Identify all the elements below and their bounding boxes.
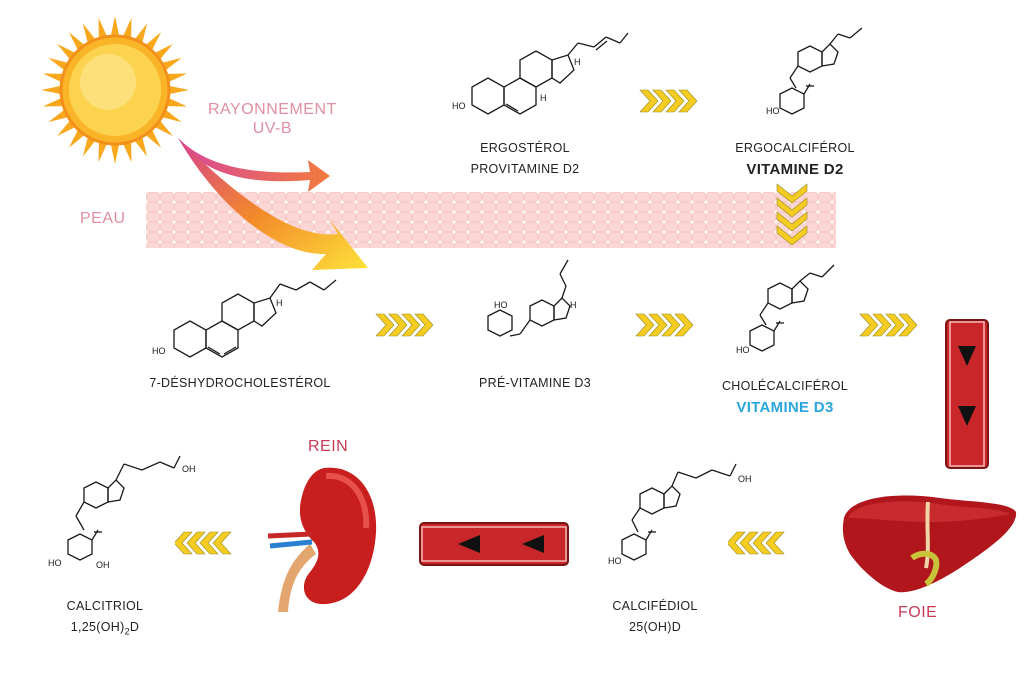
chevron-mark	[212, 531, 232, 555]
chevron-mark	[388, 313, 408, 337]
calcifediol-label: CALCIFÉDIOL 25(OH)D	[590, 596, 720, 638]
svg-text:OH: OH	[738, 474, 752, 484]
chevron-arrow-left-1	[728, 531, 785, 555]
chevron-mark	[898, 313, 918, 337]
chevron-mark	[776, 183, 808, 204]
vitamin-d3-label: VITAMINE D3	[736, 399, 834, 416]
ergocalciferol-label: ERGOCALCIFÉROL VITAMINE D2	[720, 138, 870, 180]
svg-text:H: H	[540, 93, 547, 103]
chevron-mark	[639, 89, 659, 113]
chevron-mark	[872, 313, 892, 337]
calcitriol-name: CALCITRIOL	[66, 599, 144, 613]
cholecalciferol-name: CHOLÉCALCIFÉROL	[721, 379, 849, 393]
uvb-label-line1: RAYONNEMENT	[208, 101, 337, 118]
uv-arrows	[178, 138, 368, 270]
dehydrocholesterol-label: 7-DÉSHYDROCHOLESTÉROL	[149, 376, 331, 390]
calcitriol-label: CALCITRIOL 1,25(OH)2D	[40, 596, 170, 643]
calcitriol-structure: HO OH OH	[48, 455, 196, 570]
chevron-arrow-right-1	[639, 89, 698, 113]
calcitriol-sub-index: 2	[124, 626, 130, 637]
chevron-mark	[648, 313, 668, 337]
chevron-arrow-left-2	[175, 531, 232, 555]
ergosterol-structure: HO H H	[452, 32, 629, 115]
blood-vessel-horizontal	[419, 522, 569, 566]
ergocalciferol-name: ERGOCALCIFÉROL	[735, 141, 855, 155]
chevron-mark	[401, 313, 421, 337]
svg-text:H: H	[276, 298, 283, 308]
svg-text:OH: OH	[182, 464, 196, 474]
chevron-mark	[765, 531, 785, 555]
kidney-icon	[267, 467, 377, 612]
calcitriol-sub: 1,25(OH)2D	[40, 617, 170, 643]
chevron-mark	[776, 197, 808, 218]
chevron-mark	[661, 313, 681, 337]
svg-text:HO: HO	[766, 106, 780, 116]
chevron-mark	[728, 531, 746, 555]
liver-icon	[842, 495, 1017, 593]
previtamin-d3-label: PRÉ-VITAMINE D3	[479, 376, 591, 390]
previtamin-d3-structure: HO H	[487, 259, 577, 337]
svg-text:HO: HO	[48, 558, 62, 568]
chevron-mark	[752, 531, 772, 555]
sun-icon	[41, 16, 189, 164]
ergosterol-label: ERGOSTÉROL PROVITAMINE D2	[440, 138, 610, 180]
chevron-mark	[414, 313, 434, 337]
chevron-mark	[635, 313, 655, 337]
skin-label: PEAU	[80, 210, 126, 227]
chevron-mark	[375, 313, 395, 337]
chevron-mark	[678, 89, 698, 113]
chevron-mark	[199, 531, 219, 555]
ergosterol-sub: PROVITAMINE D2	[470, 162, 580, 176]
ergocalciferol-structure: HO	[766, 27, 863, 116]
calcifediol-sub: 25(OH)D	[628, 620, 682, 634]
svg-text:HO: HO	[152, 346, 166, 356]
chevron-mark	[776, 225, 808, 246]
vitamin-d2-label: VITAMINE D2	[746, 161, 844, 178]
chevron-mark	[859, 313, 879, 337]
chevron-mark	[739, 531, 759, 555]
chevron-mark	[186, 531, 206, 555]
calcifediol-name: CALCIFÉDIOL	[612, 599, 698, 613]
chevron-mark	[652, 89, 672, 113]
chevron-arrow-down	[776, 183, 808, 246]
svg-text:HO: HO	[452, 101, 466, 111]
uvb-label-line2: UV-B	[252, 120, 293, 137]
blood-vessel-vertical	[945, 319, 989, 469]
chevron-mark	[885, 313, 905, 337]
uvb-label: RAYONNEMENT UV-B	[208, 100, 337, 138]
svg-text:HO: HO	[736, 345, 750, 355]
svg-text:H: H	[570, 300, 577, 310]
kidney-label: REIN	[308, 438, 349, 455]
cholecalciferol-structure: HO	[736, 264, 835, 355]
calcitriol-sub-suffix: D	[129, 620, 140, 634]
chevron-mark	[674, 313, 694, 337]
chevron-mark	[776, 211, 808, 232]
chevron-arrow-right-4	[859, 313, 918, 337]
svg-text:OH: OH	[96, 560, 110, 570]
chevron-mark	[175, 531, 193, 555]
liver-label: FOIE	[898, 604, 938, 621]
chevron-arrow-right-3	[635, 313, 694, 337]
dehydrocholesterol-structure: HO H	[152, 279, 337, 358]
calcifediol-structure: HO OH	[608, 463, 752, 566]
chevron-arrow-right-2	[375, 313, 434, 337]
ergosterol-name: ERGOSTÉROL	[480, 141, 570, 155]
svg-text:H: H	[574, 57, 581, 67]
chevron-mark	[665, 89, 685, 113]
calcitriol-sub-prefix: 1,25(OH)	[70, 620, 125, 634]
svg-text:HO: HO	[608, 556, 622, 566]
svg-text:HO: HO	[494, 300, 508, 310]
cholecalciferol-label: CHOLÉCALCIFÉROL VITAMINE D3	[705, 376, 865, 418]
